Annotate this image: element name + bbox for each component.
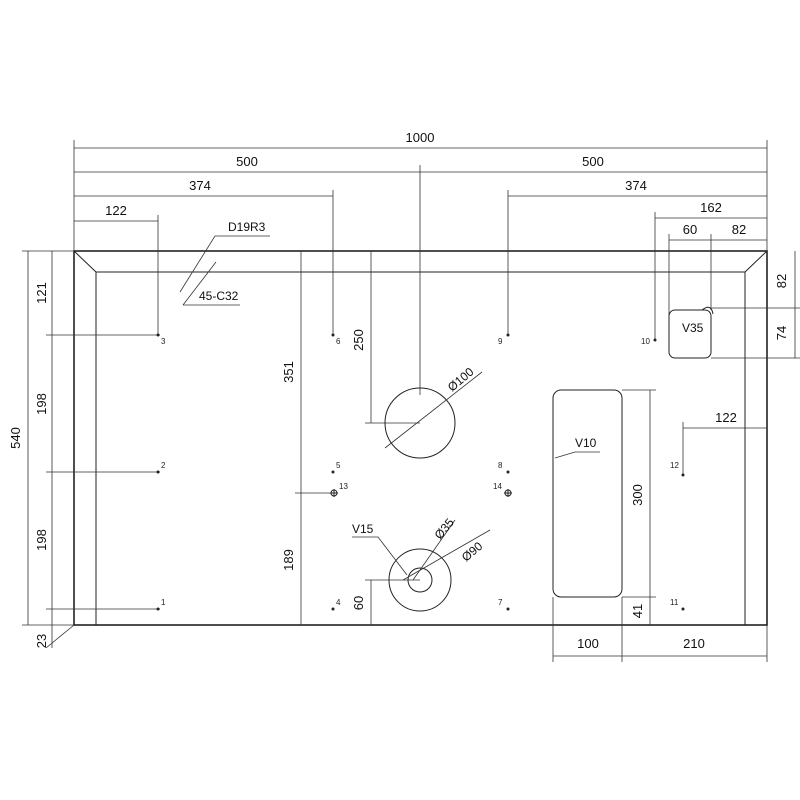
point-label-5: 5 xyxy=(336,461,341,470)
dim-100-bottom: 100 xyxy=(577,636,599,651)
panel-outline xyxy=(73,250,768,626)
point-label-14: 14 xyxy=(493,482,502,491)
dim-189: 189 xyxy=(281,549,296,571)
label-hole-100: Ø100 xyxy=(445,364,477,394)
bottom-dimensions: 100 210 xyxy=(552,597,768,662)
point-label-8: 8 xyxy=(498,461,503,470)
point-10 xyxy=(653,338,657,342)
hole-90-35: V15 Ø35 Ø90 xyxy=(352,515,491,612)
point-11 xyxy=(681,607,685,611)
dim-500-left: 500 xyxy=(236,154,258,169)
point-12 xyxy=(681,473,685,477)
point-9 xyxy=(506,333,510,337)
drill-points: 1 2 3 4 5 6 7 8 9 10 11 12 13 14 xyxy=(156,333,685,611)
dim-162: 162 xyxy=(700,200,722,215)
hole-100: Ø100 xyxy=(384,364,483,459)
point-label-7: 7 xyxy=(498,598,503,607)
left-dimensions: 540 121 198 198 23 xyxy=(8,250,160,649)
point-label-10: 10 xyxy=(641,337,650,346)
dim-82-side: 82 xyxy=(774,274,789,288)
point-8 xyxy=(506,470,510,474)
point-label-12: 12 xyxy=(670,461,679,470)
label-v35: V35 xyxy=(682,321,704,335)
dim-60: 60 xyxy=(683,222,697,237)
point-7 xyxy=(506,607,510,611)
dim-121: 121 xyxy=(34,282,49,304)
point-label-6: 6 xyxy=(336,337,341,346)
dim-500-right: 500 xyxy=(582,154,604,169)
point-4 xyxy=(331,607,335,611)
point-3 xyxy=(156,333,160,337)
dim-122-right: 122 xyxy=(715,410,737,425)
point-label-2: 2 xyxy=(161,461,166,470)
point-6 xyxy=(331,333,335,337)
point-label-9: 9 xyxy=(498,337,503,346)
dim-210-bottom: 210 xyxy=(683,636,705,651)
label-v10: V10 xyxy=(575,436,597,450)
point-5 xyxy=(331,470,335,474)
inner-dimensions: 351 189 250 60 300 41 82 74 122 xyxy=(281,251,800,625)
dim-74: 74 xyxy=(774,326,789,340)
top-dimensions: 1000 500 500 374 374 122 162 60 82 xyxy=(73,130,768,395)
dim-374-right: 374 xyxy=(625,178,647,193)
label-45-c32: 45-C32 xyxy=(199,289,239,303)
dim-300: 300 xyxy=(630,484,645,506)
point-1 xyxy=(156,607,160,611)
label-v15: V15 xyxy=(352,522,374,536)
dim-1000: 1000 xyxy=(406,130,435,145)
label-d19r3: D19R3 xyxy=(228,220,266,234)
point-label-13: 13 xyxy=(339,482,348,491)
point-2 xyxy=(156,470,160,474)
dim-122-left: 122 xyxy=(105,203,127,218)
dim-374-left: 374 xyxy=(189,178,211,193)
slot-v10: V10 xyxy=(552,389,623,598)
dim-540: 540 xyxy=(8,427,23,449)
dim-250: 250 xyxy=(351,329,366,351)
point-label-1: 1 xyxy=(161,598,166,607)
label-hole-35: Ø35 xyxy=(432,515,458,542)
dim-82-top: 82 xyxy=(732,222,746,237)
dim-198-b: 198 xyxy=(34,529,49,551)
dim-198-a: 198 xyxy=(34,393,49,415)
label-hole-90: Ø90 xyxy=(459,539,486,565)
point-label-11: 11 xyxy=(670,598,679,607)
dim-41: 41 xyxy=(630,604,645,618)
point-label-3: 3 xyxy=(161,337,166,346)
dim-60-hole: 60 xyxy=(351,596,366,610)
dim-351: 351 xyxy=(281,361,296,383)
edge-labels: D19R3 45-C32 xyxy=(179,220,270,306)
point-label-4: 4 xyxy=(336,598,341,607)
dim-23: 23 xyxy=(34,634,49,648)
pocket-v35: V35 xyxy=(668,306,714,359)
